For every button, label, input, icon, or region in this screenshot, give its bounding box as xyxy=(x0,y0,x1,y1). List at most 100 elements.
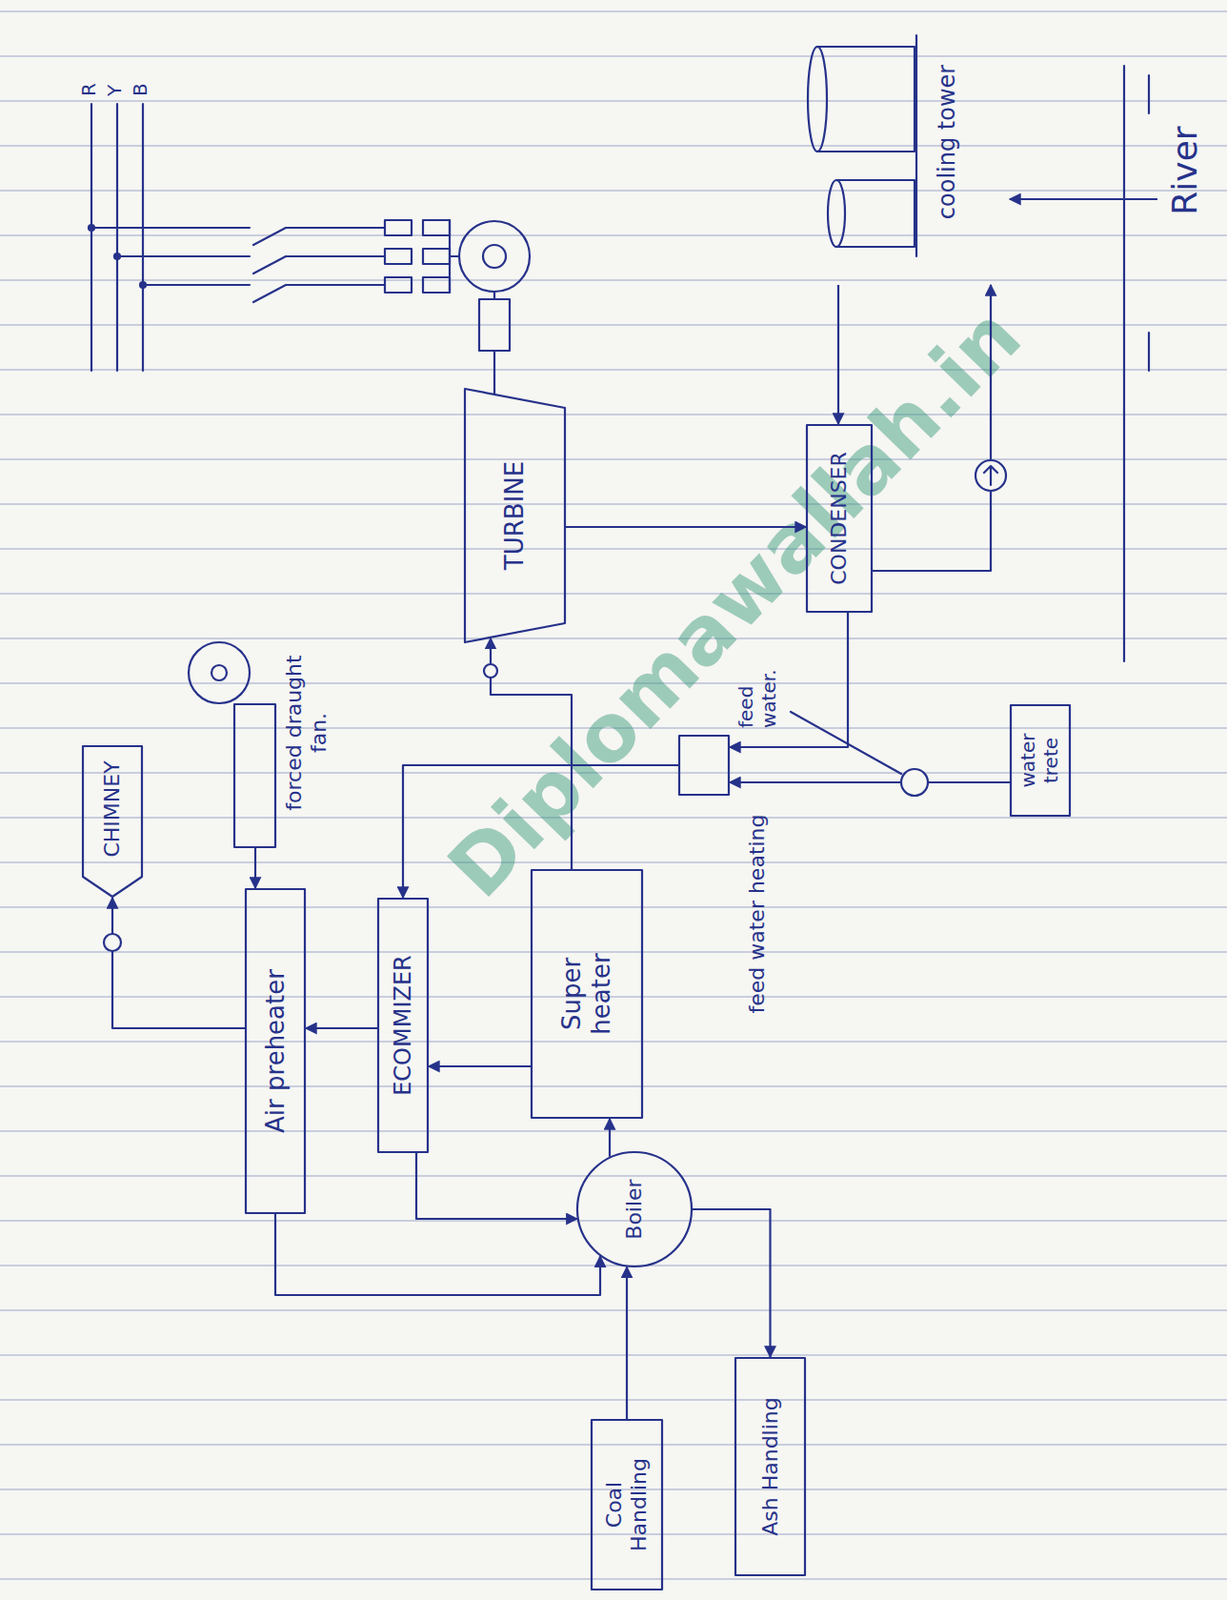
boiler-drum-outline xyxy=(577,1151,692,1267)
feed-pump xyxy=(901,768,928,796)
text-group: feed water heating xyxy=(744,803,770,1025)
node-text: Ash Handling xyxy=(758,1396,784,1536)
turbine-shape-outline xyxy=(464,388,565,643)
transformer-symbol xyxy=(384,248,412,264)
river-bank xyxy=(1147,332,1150,371)
text-group: Coal Handling xyxy=(602,1432,652,1576)
turbine-shaft xyxy=(479,291,510,394)
chimney-shape-outline xyxy=(82,745,142,897)
phase-label: B xyxy=(129,67,153,97)
flow-arrow xyxy=(275,1213,601,1295)
water-treatment-box xyxy=(1010,704,1070,816)
node-text: TURBINE xyxy=(500,461,530,570)
transformer-symbol xyxy=(422,220,450,236)
flow-arrow xyxy=(305,1026,378,1029)
superheater-box xyxy=(531,869,643,1118)
flow-arrow xyxy=(625,1266,628,1419)
turbine-shape: TURBINE xyxy=(463,387,566,644)
boiler-drum xyxy=(577,1151,692,1267)
connector-group xyxy=(112,199,1158,1419)
text-group: Air preheater xyxy=(261,968,291,1133)
feed-water-heater-box xyxy=(679,735,729,795)
tower-symbol xyxy=(817,46,915,152)
turbine-shaft xyxy=(479,299,510,351)
transformer-symbol xyxy=(384,277,412,293)
watermark: Diplomawallah.in xyxy=(430,289,1040,916)
river-bank xyxy=(1124,65,1149,662)
watermark-layer: Diplomawallah.in xyxy=(430,289,1040,916)
plant-drawing xyxy=(88,65,1149,951)
transformer-symbol xyxy=(384,220,412,236)
node-text: Air preheater xyxy=(261,968,291,1133)
ash-handling-box: Ash Handling xyxy=(734,1356,806,1576)
breaker-switch xyxy=(142,284,385,302)
node-text: ECOMMIZER xyxy=(389,954,417,1096)
node-text: Coal Handling xyxy=(602,1432,652,1576)
river-bank xyxy=(1123,65,1126,662)
flow-arrow xyxy=(1009,198,1158,201)
tower-symbol xyxy=(836,180,915,247)
pump-label: feed water. xyxy=(735,642,781,728)
economizer-box: ECOMMIZER xyxy=(377,897,429,1153)
generator-symbol xyxy=(482,244,506,268)
economizer-box xyxy=(378,898,428,1152)
ash-handling-box xyxy=(735,1357,805,1575)
circulating-pump xyxy=(984,465,998,485)
feed-water-heater-box-outline xyxy=(679,735,729,795)
boiler-drum: Boiler xyxy=(576,1150,693,1268)
superheater-box: Super heater xyxy=(530,868,644,1119)
generator-symbol xyxy=(459,221,530,292)
phase-label: B xyxy=(129,67,153,97)
forced-draught-fan-outline xyxy=(188,642,276,847)
tower-symbol xyxy=(807,46,827,152)
water-treatment-box: water trete xyxy=(1009,704,1071,817)
phase-label: R xyxy=(78,67,101,97)
induced-fan-symbol xyxy=(103,933,121,951)
circulating-pump xyxy=(975,460,1006,491)
transformer-symbol xyxy=(422,277,450,293)
busbar xyxy=(90,103,93,371)
economizer-box-outline xyxy=(378,898,428,1152)
text-group: River xyxy=(1165,125,1206,215)
steam-valve xyxy=(483,663,498,678)
flow-arrow xyxy=(416,1152,578,1219)
flow-arrow xyxy=(565,525,806,528)
busbar xyxy=(88,103,146,371)
air-preheater-box: Air preheater xyxy=(244,887,306,1214)
cooling-tower-outline xyxy=(807,35,917,257)
river-label: River xyxy=(1157,75,1213,266)
flow-arrow xyxy=(112,897,245,1028)
air-preheater-box xyxy=(245,888,305,1213)
text-group: CONDENSER xyxy=(826,451,852,585)
flow-arrow xyxy=(254,846,257,888)
generator-symbol xyxy=(459,221,530,292)
leader-line xyxy=(790,711,902,774)
node-text: Boiler xyxy=(622,1178,647,1239)
tower-symbol xyxy=(915,35,918,257)
superheater-box-outline xyxy=(531,869,643,1118)
busbar xyxy=(114,253,121,260)
phase-label: Y xyxy=(103,67,127,97)
coal-handling-box xyxy=(591,1419,663,1590)
text-group: Boiler xyxy=(622,1178,647,1239)
node-text: cooling tower xyxy=(933,27,961,257)
fan-symbol xyxy=(188,642,250,704)
tower-symbol xyxy=(827,180,845,247)
breaker-switch xyxy=(91,227,385,245)
flow-arrow xyxy=(692,1208,771,1357)
coal-handling-box: Coal Handling xyxy=(590,1418,664,1590)
forced-draught-fan: forced draught fan. xyxy=(181,632,351,847)
phase-label: Y xyxy=(103,67,127,97)
node-text: forced draught fan. xyxy=(281,637,332,828)
fan-symbol xyxy=(211,664,227,681)
text-group: Ash Handling xyxy=(758,1396,784,1536)
phase-label: R xyxy=(78,67,101,97)
text-group: TURBINE xyxy=(500,461,530,570)
node-text: River xyxy=(1165,125,1206,215)
node-text: CHIMNEY xyxy=(100,760,125,857)
condenser-box xyxy=(806,424,872,612)
feed-water-heater-box: feed water heating xyxy=(678,734,730,796)
